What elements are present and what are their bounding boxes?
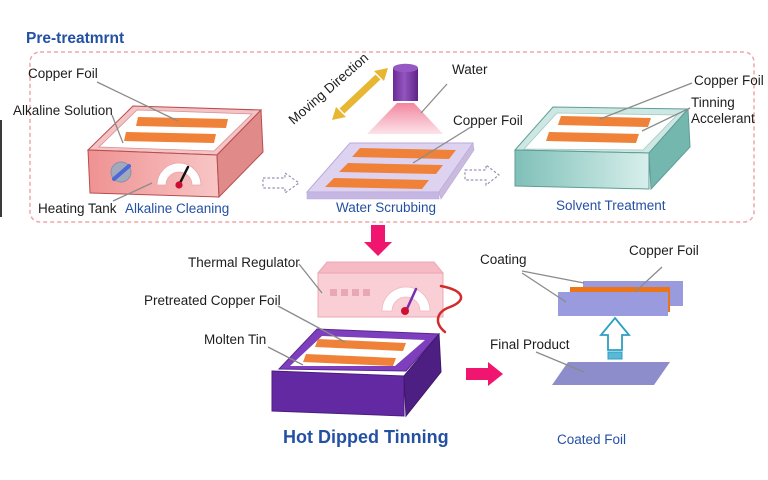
moving-direction-arrow-icon: [332, 68, 388, 120]
copper-foil-strip: [303, 354, 396, 366]
flow-right-arrow-icon: [466, 362, 503, 386]
power-wire: [436, 284, 463, 334]
coating-layer-front: [558, 292, 668, 316]
copper-foil-strip: [136, 117, 228, 128]
copper-foil-strip: [352, 148, 456, 159]
alkaline-solution-label: Alkaline Solution: [13, 103, 113, 118]
copper-foil-strip: [325, 178, 429, 189]
final-product-sheet: [552, 362, 670, 385]
regulator-vent: [330, 289, 337, 296]
thermal-regulator-label: Thermal Regulator: [188, 255, 300, 270]
heater-knob-icon: [110, 161, 132, 183]
leader-coating-front: [521, 272, 567, 303]
stage-arrow-1-icon: [262, 171, 301, 195]
leader-pretreated-copper-foil: [277, 305, 346, 343]
leader-copper-foil-2: [412, 126, 472, 164]
leader-copper-foil-3: [599, 82, 693, 120]
regulator-vent: [341, 289, 348, 296]
screen-edge-artifact: [0, 120, 2, 217]
molten-tin-label: Molten Tin: [204, 332, 267, 347]
leader-copper-foil-4: [634, 266, 663, 293]
copper-foil-strip: [558, 116, 651, 127]
copper-foil-label-4: Copper Foil: [629, 243, 699, 258]
leader-thermal-regulator: [298, 263, 323, 294]
coated-foil-caption: Coated Foil: [557, 432, 627, 447]
pretreated-copper-foil-label: Pretreated Copper Foil: [144, 293, 281, 308]
alkaline-cleaning-caption: Alkaline Cleaning: [125, 201, 230, 216]
copper-foil-strip: [546, 132, 639, 143]
leader-heating-tank: [112, 182, 153, 202]
explode-up-arrow-icon: [599, 316, 631, 360]
leader-final-product: [535, 351, 585, 373]
coated-foil-stack: [558, 281, 683, 316]
stage-arrow-2-icon: [464, 163, 500, 187]
water-label: Water: [452, 62, 488, 77]
leader-coating-back: [521, 270, 585, 284]
alkaline-cleaning-tank: [86, 105, 264, 199]
copper-foil-strip: [339, 163, 443, 174]
copper-foil-label-3: Copper Foil: [694, 73, 764, 88]
thermal-regulator-box: [316, 261, 463, 334]
copper-foil-label-1: Copper Foil: [28, 66, 98, 81]
leader-tinning-accelerant: [641, 107, 691, 132]
water-spray-cone: [367, 103, 443, 134]
hot-dipped-tinning-caption: Hot Dipped Tinning: [283, 427, 449, 447]
tinning-accelerant-label: Tinning Accelerant: [691, 95, 755, 127]
regulator-vent: [363, 289, 370, 296]
flow-down-arrow-icon: [364, 225, 392, 256]
leader-molten-tin: [267, 346, 304, 366]
pretreatment-dashed-border: [29, 51, 755, 223]
hot-dip-tinning-tank: [271, 328, 442, 418]
coating-label: Coating: [480, 252, 527, 267]
leader-lines: [96, 81, 693, 373]
solvent-treatment-caption: Solvent Treatment: [556, 198, 666, 213]
regulator-vent: [352, 289, 359, 296]
leader-alkaline-solution: [111, 114, 124, 144]
copper-foil-label-2: Copper Foil: [453, 113, 523, 128]
leader-copper-foil-1: [96, 81, 179, 122]
final-product-label: Final Product: [490, 337, 570, 352]
leader-water: [420, 83, 448, 114]
copper-foil-strip: [124, 132, 216, 143]
pretreatment-section-title: Pre-treatmrnt: [26, 30, 125, 47]
regulator-gauge-icon: [381, 286, 431, 315]
solvent-treatment-tank: [513, 106, 691, 191]
water-spray-nozzle: [367, 63, 443, 134]
water-scrubbing-plate: [305, 142, 475, 200]
temperature-gauge-icon: [156, 162, 202, 189]
water-scrubbing-caption: Water Scrubbing: [336, 200, 437, 215]
copper-foil-strip: [315, 339, 406, 351]
heating-tank-label: Heating Tank: [38, 201, 117, 216]
